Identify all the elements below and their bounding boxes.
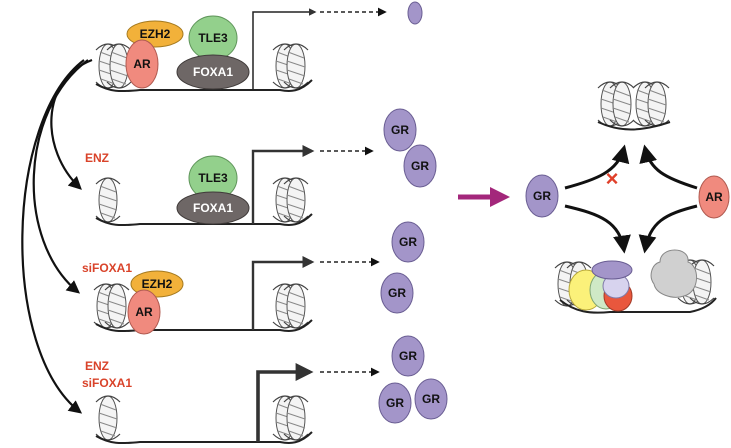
foxa1-label: FOXA1 [193,65,233,79]
row-1-baseline: EZH2 AR TLE3 FOXA1 [95,1,423,93]
gr-to-closed-arrow [564,144,630,190]
transition-arrow [458,187,510,207]
gr-label: GR [391,123,409,137]
foxa1-protein [176,54,250,90]
ezh2-label: EZH2 [140,27,171,41]
gr-protein [383,108,417,152]
gr-protein [414,378,448,420]
foxa1-protein [176,191,250,225]
nucleosome-left [95,395,121,441]
dna-strand-top [597,121,671,131]
gr-label: GR [399,235,417,249]
arrow-to-sifoxa1-row [32,59,89,294]
gr-to-open-arrow [564,204,631,254]
sifoxa1-label: siFOXA1 [82,261,132,275]
gr-protein [378,382,412,424]
arrow-to-enz-row [50,58,93,190]
foxa1-label: FOXA1 [193,201,233,215]
ar-to-closed-arrow [639,144,698,190]
transcription-arrow [251,260,305,330]
gr-protein [391,221,425,263]
gr-label: GR [388,286,406,300]
ar-label: AR [135,305,153,319]
gr-protein [380,272,414,314]
gr-label: GR [411,159,429,173]
dna-strand [95,319,313,333]
ar-protein [127,289,161,335]
gr-protein [525,174,559,218]
transcription-arrow [251,149,305,224]
ar-label: AR [133,57,151,71]
gr-protein [403,144,437,188]
gr-label: GR [533,189,551,203]
ar-label: AR [705,190,723,204]
gr-label: GR [399,349,417,363]
row-3-sifoxa1: siFOXA1 EZH2 AR GR GR [82,221,425,335]
ar-protein [125,39,159,89]
right-panel: GR AR × [525,81,730,314]
arrow-to-combo-row [21,59,85,414]
nucleosome-left [95,177,121,223]
ar-protein [698,175,730,219]
sifoxa1-label: siFOXA1 [82,376,132,390]
enz-label: ENZ [85,359,109,373]
blocked-x-icon: × [606,166,619,191]
gr-protein-small [407,1,423,25]
dna-strand [95,431,313,445]
tle3-label: TLE3 [198,171,228,185]
transcription-arrow [256,370,300,442]
tle3-label: TLE3 [198,31,228,45]
gr-label: GR [386,396,404,410]
dna-strand-bottom [559,297,717,314]
row-2-enz: ENZ TLE3 FOXA1 GR GR [85,108,437,227]
grey-complex [650,249,697,298]
gr-label: GR [422,392,440,406]
ar-to-open-arrow [638,204,698,254]
ezh2-label: EZH2 [142,277,173,291]
dna-strand [95,79,313,93]
gr-protein [391,335,425,377]
row-4-combo: ENZ siFOXA1 GR GR GR [82,335,448,445]
enz-label: ENZ [85,151,109,165]
gr-bound [591,260,633,280]
transcription-arrow [252,11,310,90]
